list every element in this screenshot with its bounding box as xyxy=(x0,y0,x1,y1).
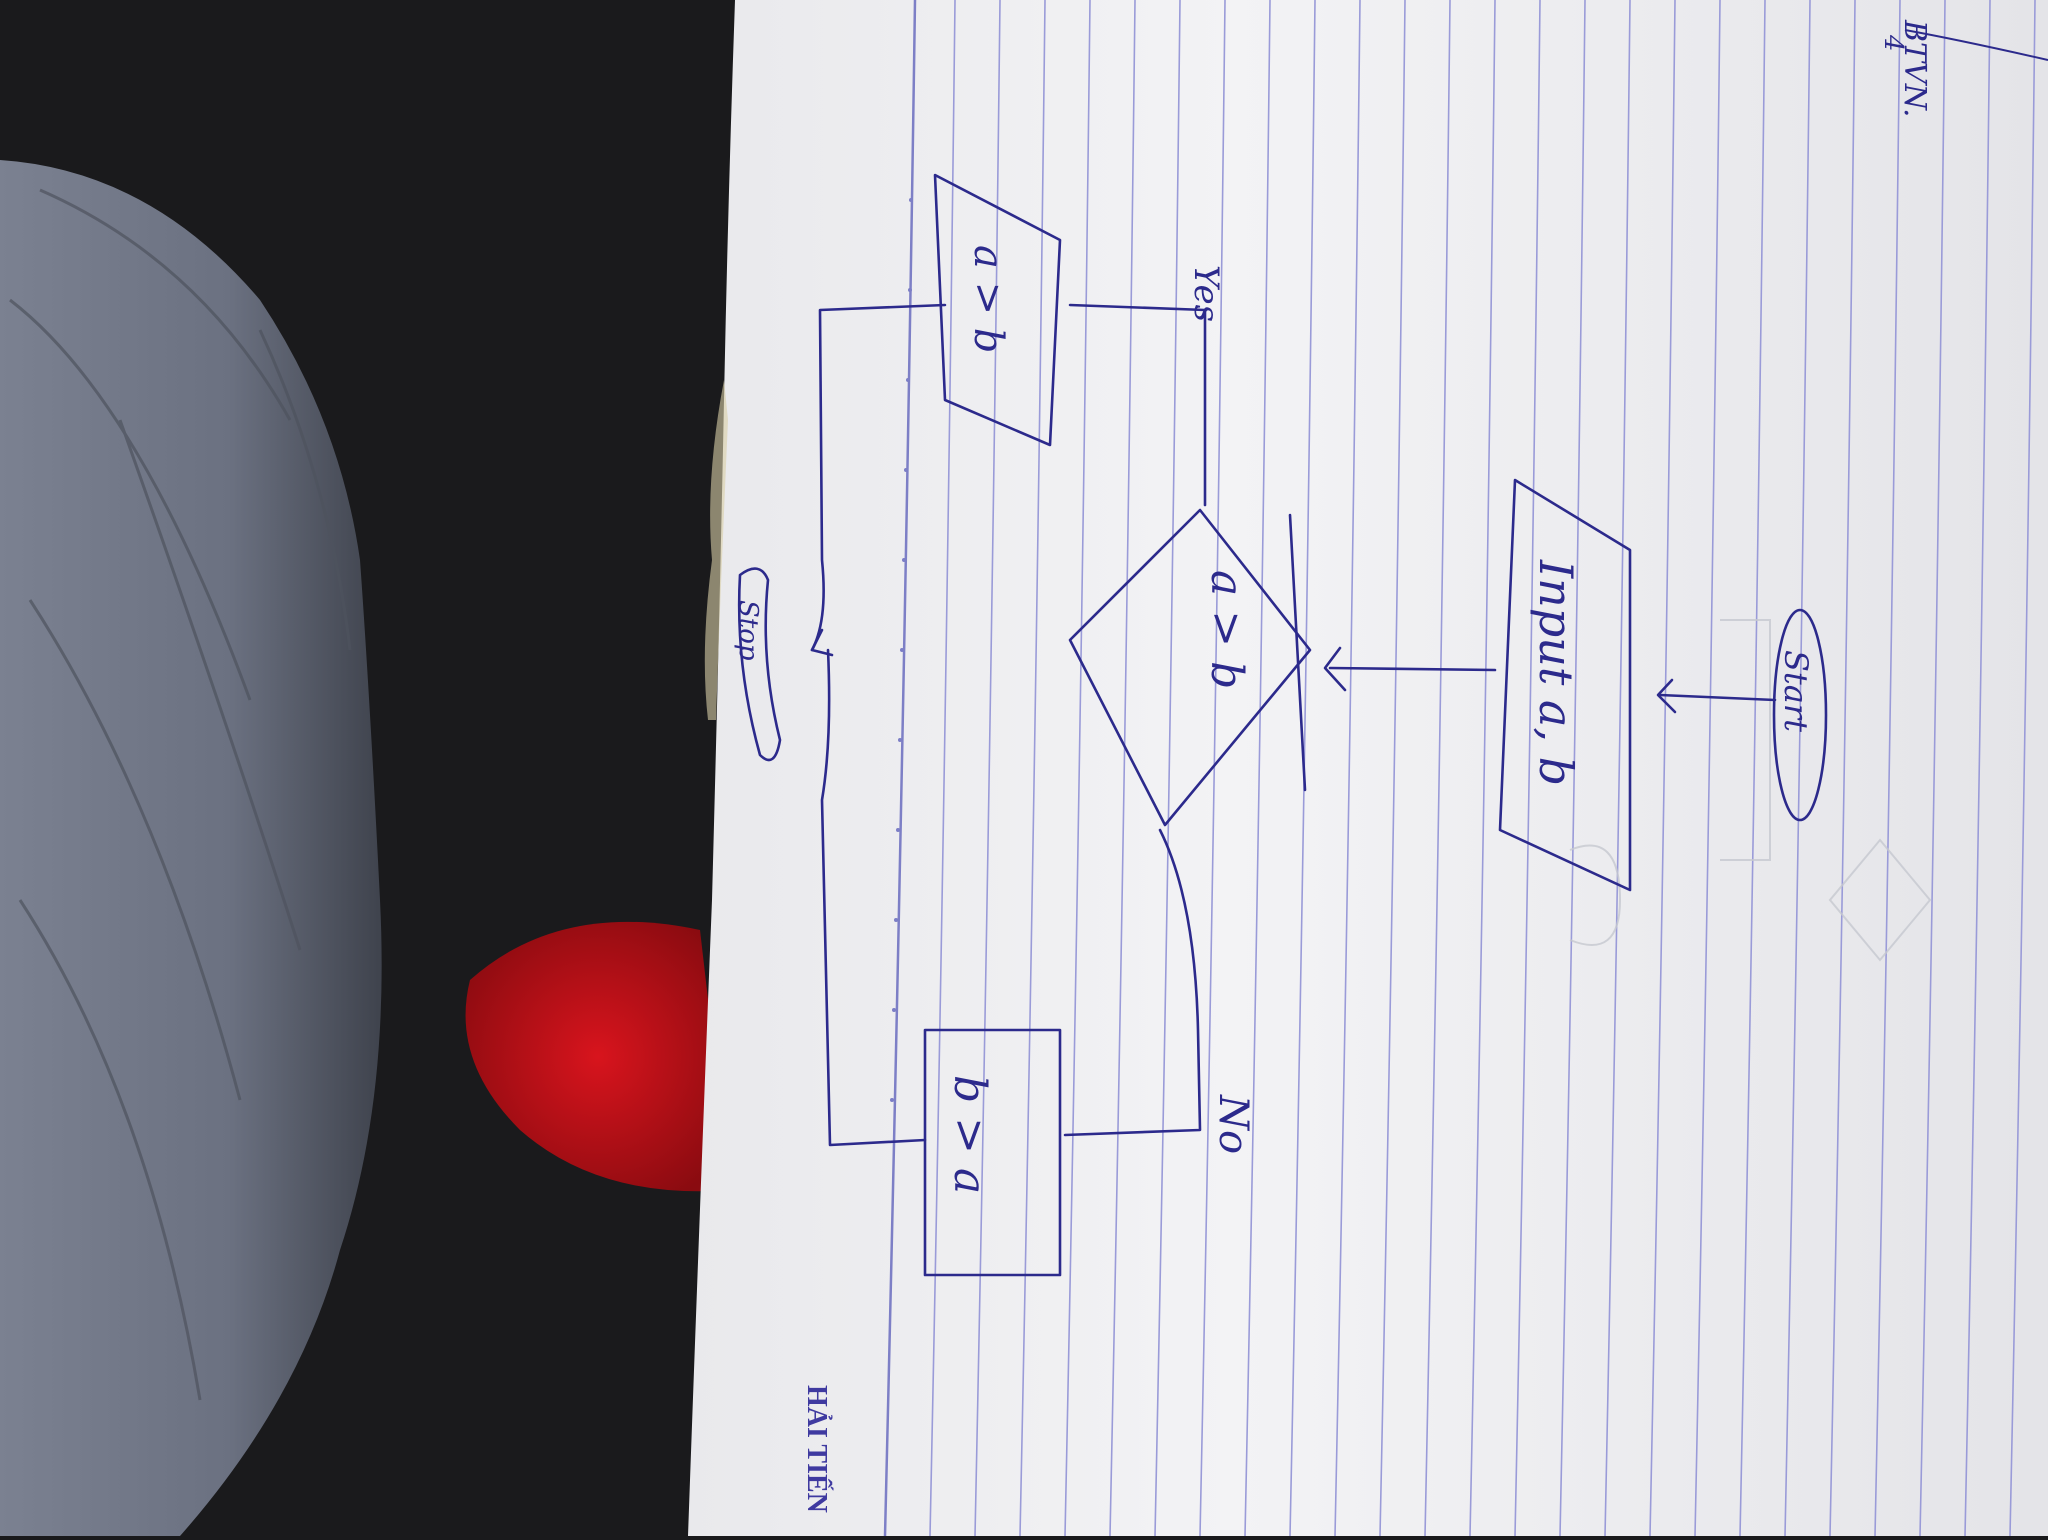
arrow-head-stop xyxy=(810,628,834,657)
start-terminal xyxy=(1772,608,1828,822)
start-label: Start xyxy=(1777,650,1815,732)
grey-cloth xyxy=(0,160,382,1536)
margin-mark: 4 xyxy=(1878,34,1908,52)
decision-diamond xyxy=(1068,508,1312,827)
cloth-folds xyxy=(9,188,352,1401)
yes-output-label: a > b xyxy=(965,245,1011,353)
header-underline xyxy=(1904,29,2048,61)
arrow-input-to-decision xyxy=(1328,666,1497,672)
decision-crossbar xyxy=(1288,513,1307,792)
input-label: Input a, b xyxy=(1529,559,1583,786)
margin-line xyxy=(883,0,917,1537)
red-fabric xyxy=(465,921,730,1192)
no-label: No xyxy=(1210,1094,1256,1154)
arrow-start-to-input xyxy=(1658,693,1777,702)
yes-connector xyxy=(1068,303,1207,507)
arrow-head-decision xyxy=(1323,646,1347,692)
yes-label: Yes xyxy=(1186,265,1226,322)
arrow-head-input xyxy=(1656,678,1677,714)
no-connector xyxy=(1063,828,1202,1137)
yes-output-parallelogram xyxy=(933,173,1062,447)
margin-ticks xyxy=(890,198,913,1102)
stop-label: Stop xyxy=(733,600,763,661)
no-output-rectangle xyxy=(923,1028,1062,1277)
ruled-lines xyxy=(929,0,2036,1537)
decision-label: a > b xyxy=(1201,570,1252,689)
no-output-label: b > a xyxy=(944,1075,995,1194)
show-through-marks xyxy=(1569,619,1932,962)
page-edge-wear xyxy=(704,380,728,720)
header-text: BTVN. xyxy=(1897,19,1932,118)
stop-terminal xyxy=(737,567,782,762)
input-parallelogram xyxy=(1498,478,1632,892)
publisher-print: HẢI TIẾN xyxy=(801,1385,833,1513)
flowchart-ink xyxy=(737,173,1828,1277)
no-to-stop-line xyxy=(820,648,927,1147)
